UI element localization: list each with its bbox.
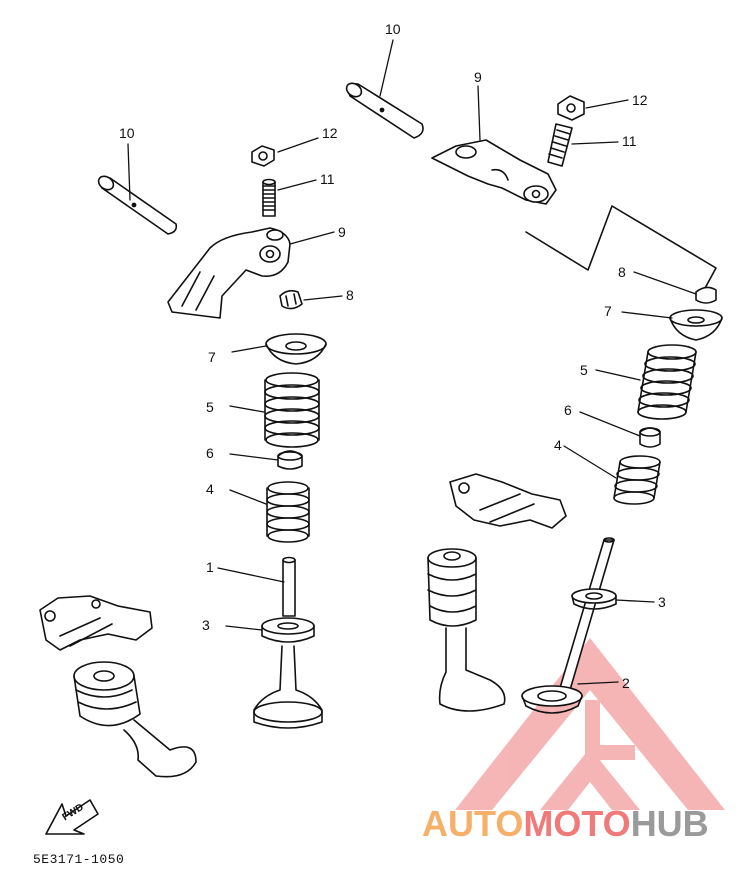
spring-seat-left [277,450,303,470]
callout-9-right: 9 [474,69,482,85]
spring-retainer-right [669,309,723,341]
fwd-arrow-icon [45,799,99,835]
watermark-hub: HUB [630,803,709,844]
callout-2: 2 [622,675,630,691]
inner-spring-left [266,481,310,543]
valve-pad-left [279,289,303,310]
callout-9-left: 9 [338,224,346,240]
callout-4-right: 4 [554,437,562,453]
callout-8-right: 8 [618,264,626,280]
spring-retainer-left [265,333,327,365]
middle-right-assembly-view [427,473,567,712]
valve-left [253,556,323,729]
leader-lines [127,39,697,685]
callout-1: 1 [206,559,214,575]
callout-5-left: 5 [206,399,214,415]
outer-spring-right [637,344,697,420]
rocker-arm-left [167,227,291,319]
callout-11-left: 11 [320,171,335,187]
watermark-moto: MOTO [523,803,631,844]
callout-10-left: 10 [119,125,135,141]
adjuster-nut-left [251,145,275,167]
callout-8-left: 8 [346,287,354,303]
callout-6-left: 6 [206,445,214,461]
watermark-logo: AUTOMOTOHUB [422,806,709,842]
spring-seat-right [639,427,661,448]
callout-5-right: 5 [580,362,588,378]
outer-spring-left [264,372,320,448]
valve-pad-right [695,286,717,304]
rocker-arm-right [431,139,557,205]
rocker-shaft-left [97,175,178,235]
adjuster-screw-left [262,178,276,217]
callout-frame-lines [525,205,717,291]
rocker-shaft-top [345,82,424,139]
callout-3-right: 3 [658,594,666,610]
watermark-auto: AUTO [422,803,524,844]
adjuster-nut-right [557,95,585,121]
callout-7-left: 7 [208,349,216,365]
callout-6-right: 6 [564,402,572,418]
inner-spring-right [613,455,661,505]
callout-3-left: 3 [202,617,210,633]
callout-11-right: 11 [622,133,637,149]
bottom-left-assembly-view [39,595,197,778]
valve-right [521,537,617,714]
callout-10-top: 10 [385,21,401,37]
callout-4-left: 4 [206,481,214,497]
callout-7-right: 7 [604,303,612,319]
adjuster-screw-right [547,123,573,167]
callout-12-left: 12 [322,125,338,141]
callout-12-right: 12 [632,92,648,108]
diagram-reference-code: 5E3171-1050 [33,852,125,867]
watermark-triangle-icon [455,638,725,810]
